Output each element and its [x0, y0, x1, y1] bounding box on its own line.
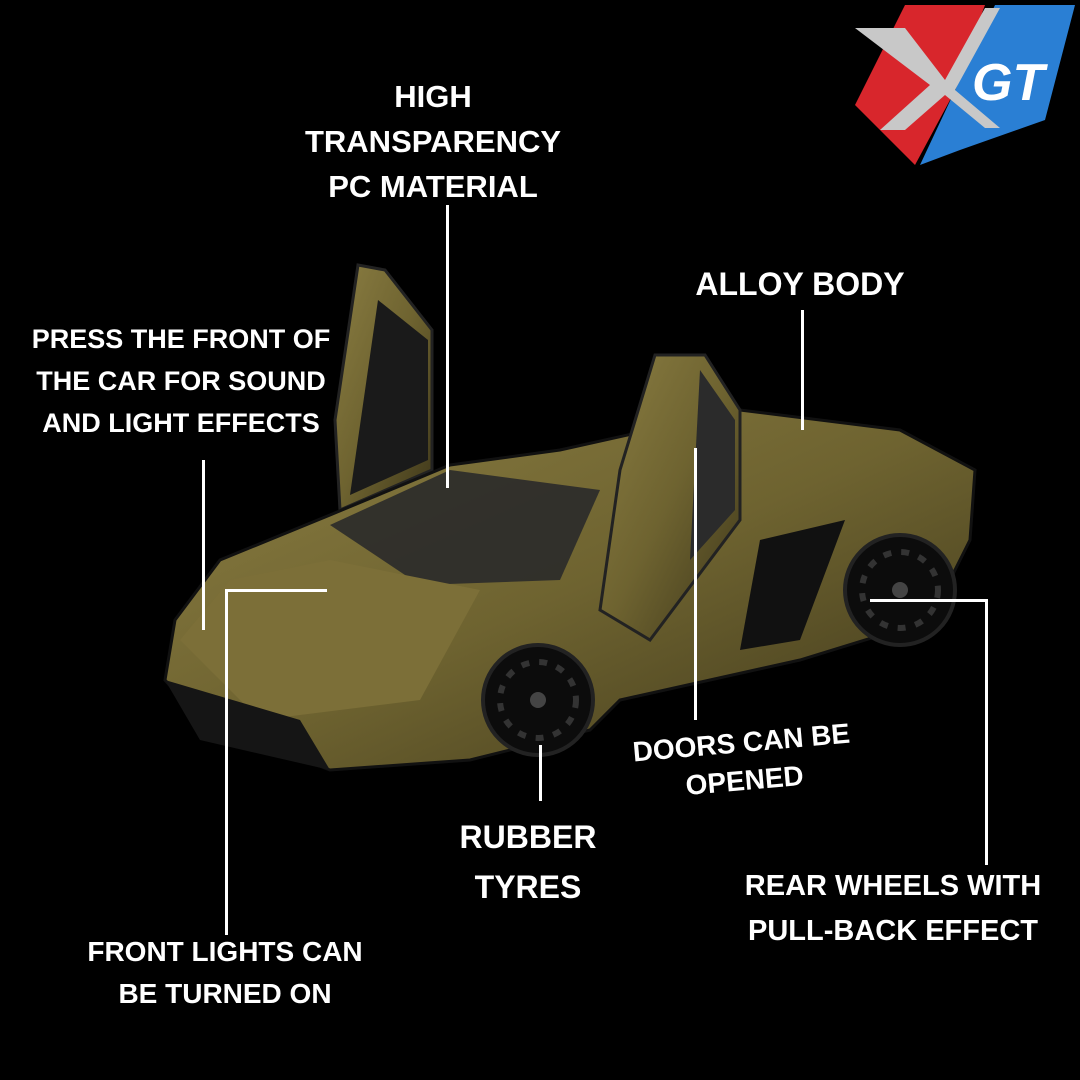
leader-line-sound — [202, 460, 205, 630]
callout-line: THE CAR FOR SOUND — [36, 366, 326, 396]
callout-sound-light: PRESS THE FRONT OF THE CAR FOR SOUND AND… — [32, 318, 331, 444]
windshield — [330, 470, 600, 585]
leader-line-pc — [446, 205, 449, 488]
leader-line-lights-v — [225, 589, 228, 935]
callout-line: ALLOY BODY — [695, 266, 905, 302]
leader-line-rear-v — [985, 599, 988, 865]
callout-line: TYRES — [474, 869, 582, 905]
front-wheel — [481, 643, 595, 757]
callout-line: AND LIGHT EFFECTS — [42, 408, 320, 438]
callout-pc-material: HIGH TRANSPARENCY PC MATERIAL — [305, 74, 561, 209]
callout-front-lights: FRONT LIGHTS CAN BE TURNED ON — [87, 931, 362, 1015]
callout-alloy-body: ALLOY BODY — [695, 262, 904, 307]
callout-line: HIGH — [394, 79, 472, 114]
callout-line: BE TURNED ON — [118, 978, 332, 1009]
callout-line: REAR WHEELS WITH — [744, 870, 1042, 902]
svg-text:GT: GT — [972, 54, 1048, 112]
leader-line-doors — [694, 448, 697, 720]
leader-line-tyres — [539, 745, 542, 801]
leader-line-lights-h — [225, 589, 327, 592]
callout-line: FRONT LIGHTS CAN — [87, 936, 363, 967]
callout-line: TRANSPARENCY — [304, 124, 562, 159]
rear-wheel — [843, 533, 957, 647]
callout-line: RUBBER — [459, 819, 597, 855]
callout-line: PULL-BACK EFFECT — [748, 915, 1038, 947]
leader-line-alloy — [801, 310, 804, 430]
callout-rear-wheels: REAR WHEELS WITH PULL-BACK EFFECT — [745, 864, 1041, 954]
callout-line: PRESS THE FRONT OF — [31, 324, 331, 354]
leader-line-rear-h — [870, 599, 988, 602]
callout-rubber-tyres: RUBBER TYRES — [460, 812, 597, 912]
callout-line: PC MATERIAL — [328, 169, 538, 204]
